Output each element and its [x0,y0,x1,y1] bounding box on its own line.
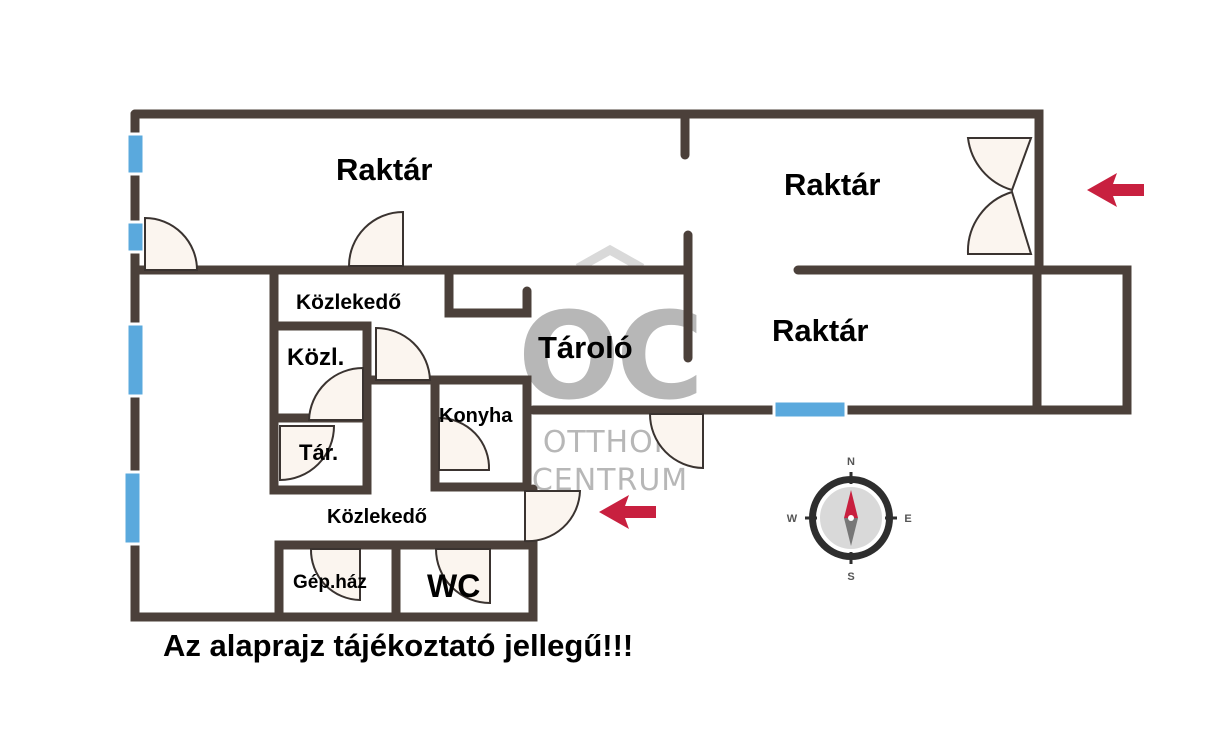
window-bottom-right [772,399,848,420]
door-entrance [524,490,582,543]
room-label-kozlekedo-2: Közlekedő [327,506,427,528]
room-label-kozlekedo-1: Közlekedő [296,291,401,314]
wall-konyha [430,375,532,492]
arrow-left-icon [1087,173,1144,207]
window-left-2 [125,220,146,254]
room-label-konyha: Konyha [439,405,513,427]
door-konyha [438,416,491,471]
compass-letter-s: S [847,571,854,583]
window-left-4 [122,470,143,546]
window-left-1 [125,132,146,176]
door-kozl [375,326,432,381]
room-label-tar: Tár. [299,440,338,465]
door-left-upper [144,216,199,271]
room-label-raktar-2: Raktár [784,167,881,202]
room-label-raktar-1: Raktár [336,152,433,187]
compass-letter-w: W [787,513,798,525]
compass-needle-south-icon [844,518,858,546]
door-raktar-2-a [966,137,1033,192]
compass: N S W E [787,456,912,583]
wall-niche [444,265,532,318]
disclaimer-text: Az alaprajz tájékoztató jellegű!!! [163,628,633,663]
room-label-tarolo: Tároló [538,330,633,365]
door-raktar-2-b [966,190,1033,255]
watermark-roof-icon [575,244,645,272]
compass-letter-n: N [847,456,855,468]
arrow-left-icon [599,495,656,529]
wall-right-horizontal [793,265,1132,415]
watermark: OC OTTHON CENTRUM [518,244,704,498]
room-label-kozl: Közl. [287,344,344,371]
wall-bottom-rooms [274,540,538,622]
door-wc [434,548,491,605]
doors [144,137,1033,605]
windows [122,132,848,546]
door-gephaz [309,548,361,602]
door-tar-2 [279,425,336,482]
wall-top [130,109,1044,273]
window-left-3 [125,322,146,398]
room-label-gephaz: Gép.ház [293,572,367,593]
door-tarolo [648,413,704,470]
compass-needle-north-icon [844,490,858,518]
door-tar-1 [307,366,364,421]
entrance-arrows [599,173,1144,529]
room-label-wc: WC [427,568,480,604]
watermark-logo: OC [518,288,700,427]
compass-center [848,515,854,521]
door-raktar-1 [347,210,404,267]
room-label-raktar-3: Raktár [772,313,869,348]
compass-letter-e: E [904,513,911,525]
room-labels: Raktár Raktár Raktár Közlekedő Közl. Tár… [287,152,881,604]
